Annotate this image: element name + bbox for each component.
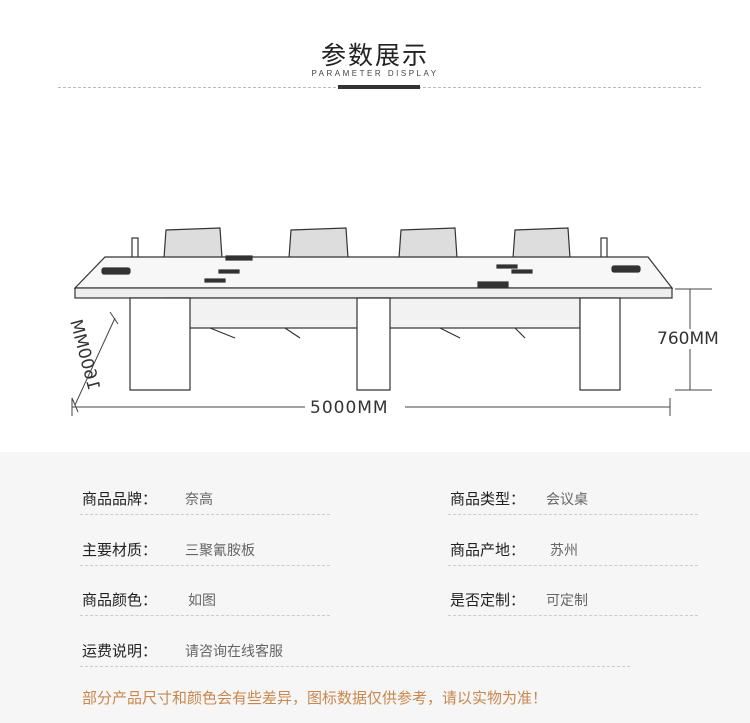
- table-drawing: [71, 227, 712, 416]
- param-custom: 是否定制：可定制: [448, 585, 698, 616]
- table-top: [73, 256, 674, 289]
- page-title: 参数展示: [320, 41, 429, 70]
- chairs: [163, 227, 571, 259]
- param-brand: 商品品牌：奈高: [80, 484, 330, 515]
- param-material: 主要材质：三聚氰胺板: [80, 535, 330, 566]
- params-section: [0, 452, 750, 723]
- height-dimension: 760MM: [657, 329, 719, 349]
- page-subtitle: PARAMETER DISPLAY: [311, 69, 439, 78]
- title-underline: [338, 85, 420, 89]
- param-color: 商品颜色：如图: [80, 585, 330, 616]
- param-shipping: 运费说明：请咨询在线客服: [80, 636, 630, 667]
- param-type: 商品类型：会议桌: [448, 484, 698, 515]
- right-leg: [579, 297, 621, 391]
- length-dimension: 5000MM: [310, 398, 389, 418]
- left-leg: [129, 297, 191, 391]
- disclaimer-note: 部分产品尺寸和颜色会有些差异，图标数据仅供参考，请以实物为准！: [82, 689, 548, 707]
- middle-leg: [356, 297, 391, 391]
- param-origin: 商品产地：苏州: [448, 535, 698, 566]
